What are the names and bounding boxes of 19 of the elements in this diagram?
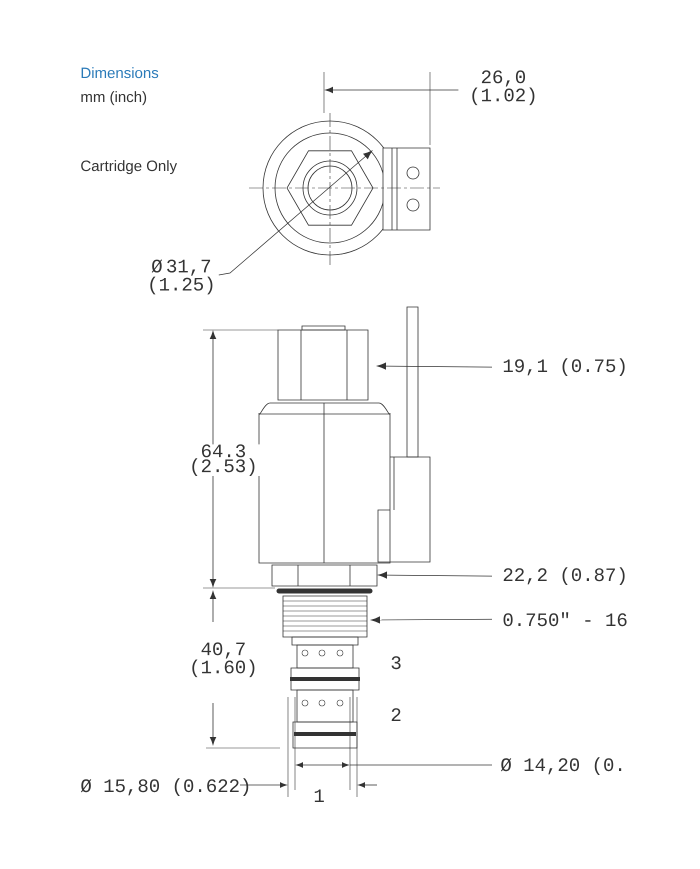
dimension-label: Ø 15,80 (0.622) xyxy=(80,778,248,796)
heading: Dimensions xyxy=(82,67,158,78)
unit-note: mm (inch) xyxy=(81,91,146,106)
port-number: 2 xyxy=(392,708,400,721)
dimension-label: 40,7 (1.60) xyxy=(183,642,264,678)
port-number: 1 xyxy=(314,790,324,802)
dimension-label: Ø 31,7 (1.25) xyxy=(150,259,212,294)
leader-line xyxy=(371,616,492,624)
dimension-label: 26,0 (1.02) xyxy=(458,70,548,106)
dimension-label: 22,2 (0.87) xyxy=(504,567,625,585)
dimension-label: Ø 14,20 (0. xyxy=(500,757,622,775)
dimension-label: 64.3 (2.53) xyxy=(183,444,264,476)
leader-line xyxy=(377,362,492,370)
port-number: 3 xyxy=(392,656,401,670)
note: Cartridge Only xyxy=(81,160,178,174)
leader-line xyxy=(378,572,492,579)
leader-line xyxy=(218,150,372,276)
dimension-label: 19,1 (0.75) xyxy=(504,358,625,376)
dimension-label: 0.750" - 16 xyxy=(504,612,627,626)
